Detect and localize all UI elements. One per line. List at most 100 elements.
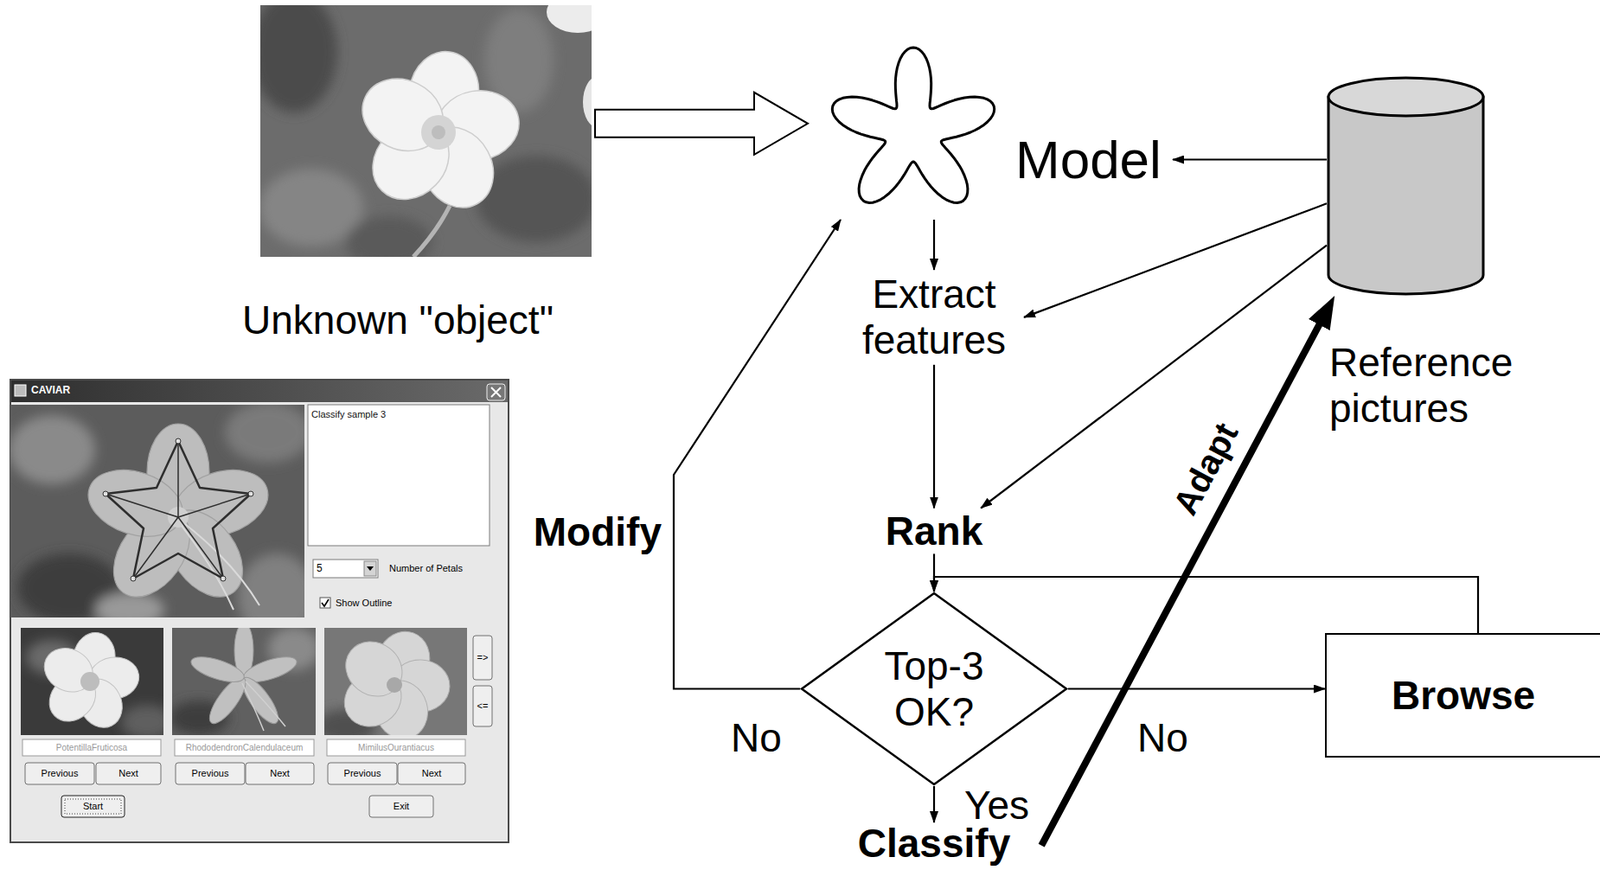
process-step: Extract features — [844, 269, 1024, 365]
caviar-window-part-part — [61, 795, 125, 818]
caviar-window-part — [20, 627, 164, 736]
caviar-window-part — [14, 384, 26, 397]
branch-label: Yes — [964, 783, 1043, 827]
caviar-window-part-part — [369, 795, 434, 818]
flower-photo-part — [413, 205, 450, 257]
process-step: Rank — [882, 508, 986, 555]
cylinder-body — [1328, 96, 1484, 295]
node-outline — [1326, 76, 1485, 296]
button-label: Previous — [25, 762, 95, 785]
caviar-window-part — [324, 627, 468, 736]
caviar-window-part — [366, 566, 374, 571]
caviar-window-part-part-part — [175, 438, 181, 444]
caviar-window-part-part-part — [102, 491, 109, 497]
flow-arrow — [933, 364, 935, 509]
button-label: Next — [96, 762, 161, 785]
database-label: Reference pictures — [1329, 339, 1524, 432]
caviar-window-part-part — [175, 762, 245, 785]
flower-photo — [260, 5, 592, 257]
flow-arrow — [1172, 158, 1327, 160]
caviar-window-part-part — [105, 441, 251, 579]
flower-photo-part — [546, 5, 592, 33]
caviar-window-part-part — [188, 627, 301, 729]
caviar-window-part-part — [36, 629, 141, 736]
step-label: Classify — [857, 822, 1011, 864]
box-label: Browse — [1391, 672, 1536, 719]
star-outline — [832, 47, 994, 204]
flower-photo-part — [260, 5, 592, 257]
flow-arrow — [1068, 687, 1325, 690]
caviar-window-part — [11, 380, 508, 403]
caviar-window-part — [25, 635, 493, 818]
process-box: Browse — [1324, 633, 1600, 758]
caviar-window-part-part-part — [237, 553, 305, 618]
caviar-window-part-part-part — [248, 491, 254, 497]
button-label: Next — [397, 762, 466, 785]
hollow-arrow — [595, 92, 808, 155]
caviar-window-part-part — [121, 704, 164, 736]
caviar-window-part-part — [397, 762, 466, 785]
caviar-window-part-part-part — [36, 640, 101, 701]
dropdown-value: 5 — [316, 560, 360, 577]
caviar-window-part-part-part — [188, 652, 248, 688]
model-node: Model — [826, 40, 1173, 220]
process-label: Adapt — [1165, 416, 1246, 522]
arrow-button-label: <= — [473, 685, 493, 727]
caviar-window-part-part-part — [220, 576, 226, 582]
flow-arrow — [934, 576, 1479, 634]
diamond-outline — [801, 593, 1067, 785]
caviar-window-part-part-part — [386, 677, 403, 693]
step-label: Extract features — [847, 271, 1021, 364]
caviar-window-part-part — [326, 739, 466, 756]
branch-label: No — [1137, 714, 1207, 762]
flower-photo-part-part — [431, 125, 446, 140]
process-label: Modify — [518, 508, 662, 556]
button-label: Previous — [327, 762, 397, 785]
status-text: Classify sample 3 — [311, 407, 485, 422]
caviar-window-part-part — [473, 685, 493, 727]
image-caption: Unknown "object" — [242, 297, 554, 344]
caviar-window-part-part — [174, 739, 314, 756]
caviar-window-part-part — [10, 404, 305, 618]
caviar-window-part — [307, 404, 490, 546]
button-label: Next — [245, 762, 314, 785]
caviar-window-part-part — [96, 762, 161, 785]
flower-photo-part — [350, 46, 525, 220]
button-label: Start — [61, 795, 125, 818]
branch-label: No — [730, 714, 800, 762]
process-step: Classify — [826, 822, 1042, 864]
species-name: PotentillaFruticosa — [22, 739, 161, 756]
caviar-window-part-part — [79, 423, 277, 612]
caviar-window-part-part — [105, 441, 251, 579]
caviar-window-part-part — [242, 681, 286, 731]
caviar-window-part — [364, 561, 377, 576]
caviar-window-part-part — [333, 627, 451, 736]
flower-photo-part-part — [260, 5, 338, 113]
caviar-window-part-part — [25, 762, 95, 785]
step-label: Rank — [885, 508, 983, 555]
caviar-window-part — [172, 627, 316, 736]
flower-photo-part-part — [350, 65, 455, 165]
window-title: CAVIAR — [31, 379, 153, 403]
button-label: Previous — [175, 762, 245, 785]
flow-arrow — [933, 786, 935, 823]
caviar-window-part-part-part — [130, 576, 136, 582]
arrow-button-label: => — [473, 635, 493, 680]
flow-arrow — [1024, 203, 1327, 318]
caviar-window-part — [491, 387, 501, 397]
database-cylinder: Reference pictures — [1326, 76, 1485, 296]
species-name: RhododendronCalendulaceum — [174, 739, 314, 756]
caviar-window-part-part — [245, 762, 314, 785]
caviar-window-part-part — [22, 739, 161, 756]
caviar-window-part — [321, 599, 329, 607]
decision-diamond: Top-3 OK? — [800, 591, 1069, 787]
flow-arrow — [673, 219, 841, 690]
caviar-window — [8, 379, 509, 843]
caviar-window-part-part — [102, 438, 254, 582]
caviar-window-part-part-part — [334, 630, 414, 708]
field-label: Number of Petals — [389, 560, 502, 577]
thick-arrow — [1041, 313, 1325, 845]
caviar-window-part — [320, 597, 331, 608]
caviar-window-part-part-part — [10, 415, 96, 485]
checkbox-label: Show Outline — [335, 595, 431, 611]
